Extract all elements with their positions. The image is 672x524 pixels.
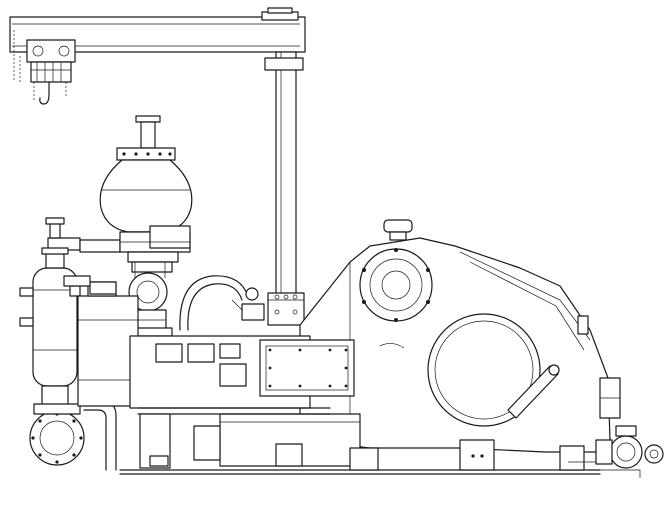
power-end (299, 219, 621, 453)
bull-gear-cover (427, 313, 541, 427)
crane-hook (39, 81, 50, 105)
fluid-end (77, 281, 139, 407)
oil-tank (193, 413, 361, 467)
discharge-piping (45, 217, 191, 278)
crane-trolley (26, 39, 76, 63)
pinion-hub (359, 248, 433, 322)
crane-mast-base (267, 292, 305, 326)
skid-base (119, 407, 601, 475)
breather-cap (383, 219, 413, 233)
inspection-cover (259, 339, 355, 397)
pulsation-dampener (99, 115, 193, 243)
davit-crane (9, 7, 306, 326)
hydraulic-hoses (179, 275, 265, 331)
gauge-line (63, 275, 117, 295)
crane-mast (275, 51, 297, 303)
lube-pump (568, 425, 664, 478)
suction-flange (29, 399, 117, 471)
relief-valve-assembly (19, 247, 81, 407)
